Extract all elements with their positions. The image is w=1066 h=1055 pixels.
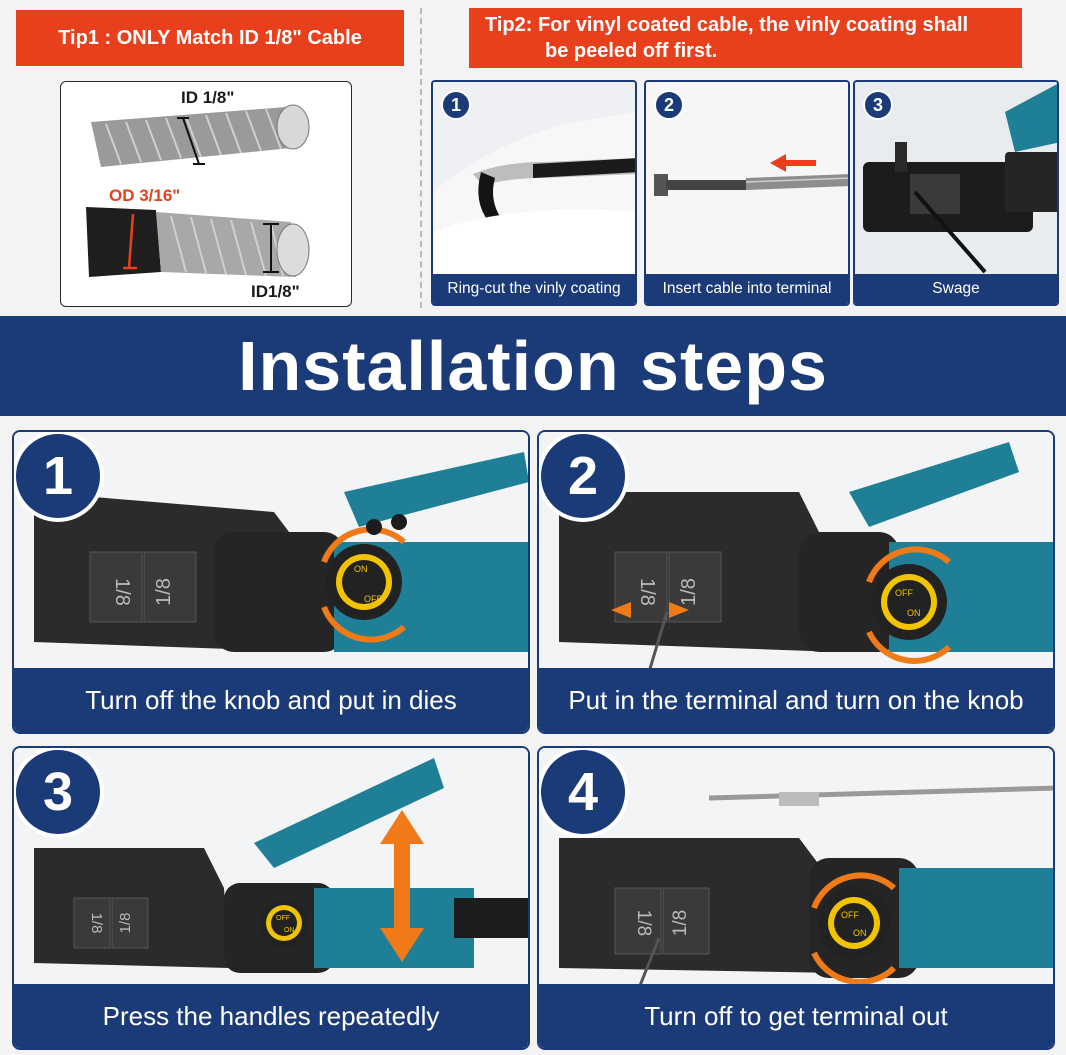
knob-label-a: ON: [354, 564, 368, 574]
install-step-3: 1/8 1/8 OFF ON 3 Press the handles repea…: [12, 746, 530, 1050]
vinyl-cable-icon: [86, 207, 310, 277]
crimper-tool-icon: 1/8 1/8 OFF ON: [14, 748, 528, 988]
section-divider: [420, 8, 422, 308]
prep-step-number: 3: [863, 90, 893, 120]
rotate-arrow-icon: [811, 872, 897, 985]
step-number-badge: 3: [14, 748, 104, 838]
step-photo: 1/8 1/8 OFF ON: [539, 432, 1053, 672]
crimper-tool-icon: 1/8 1/8 OFF ON: [539, 432, 1053, 672]
die-right-label: 1/8: [678, 578, 700, 606]
prep-step-3: 3 Swage: [853, 80, 1059, 306]
crimper-tool-icon: 1/8 1/8 ON OFF: [14, 432, 528, 672]
knob-label-a: OFF: [276, 915, 290, 922]
prep-step-number: 2: [654, 90, 684, 120]
step-caption: Turn off the knob and put in dies: [14, 668, 528, 732]
install-step-4: 1/8 1/8 OFF ON 4 Turn off to get termina…: [537, 746, 1055, 1050]
step-number-badge: 1: [14, 432, 104, 522]
die-right-label: 1/8: [117, 913, 134, 934]
od-label: OD 3/16": [109, 186, 181, 205]
tip2-line1: Tip2: For vinyl coated cable, the vinly …: [485, 14, 969, 36]
prep-step-photo: [855, 82, 1057, 276]
tip2-line2: be peeled off first.: [545, 40, 718, 62]
tip2-banner: Tip2: For vinyl coated cable, the vinly …: [469, 8, 1022, 68]
tip1-text: Tip1 : ONLY Match ID 1/8" Cable: [58, 26, 362, 49]
die-left-label: 1/8: [111, 578, 133, 606]
install-step-2: 1/8 1/8 OFF ON 2 Put in the terminal and…: [537, 430, 1055, 734]
knob-label-b: ON: [853, 928, 867, 938]
id-top-label: ID 1/8": [181, 88, 235, 107]
prep-step-caption: Insert cable into terminal: [646, 274, 848, 304]
die-right-label: 1/8: [153, 578, 175, 606]
id-bottom-label: ID1/8": [251, 282, 300, 301]
cable-diagram: [86, 104, 310, 277]
prep-step-caption: Swage: [855, 274, 1057, 304]
page-title: Installation steps: [238, 327, 828, 405]
red-arrow-icon: [611, 602, 689, 618]
vertical-arrow-icon: [380, 810, 424, 962]
knob-label-b: OFF: [364, 594, 382, 604]
rotate-arrow-icon: [866, 546, 952, 664]
step-caption: Press the handles repeatedly: [14, 984, 528, 1048]
die-left-label: 1/8: [88, 913, 105, 934]
cable-size-panel: ID 1/8" OD 3/16" ID1/8": [60, 81, 352, 307]
step-photo: 1/8 1/8 OFF ON: [539, 748, 1053, 988]
crimper-tool-icon: 1/8 1/8 OFF ON: [539, 748, 1053, 988]
knob-label-b: ON: [907, 608, 921, 618]
prep-step-1: 1 Ring-cut the vinly coating: [431, 80, 637, 306]
knob-label-a: OFF: [841, 910, 859, 920]
step-number-badge: 2: [539, 432, 629, 522]
steel-cable-icon: [91, 104, 310, 167]
tip1-banner: Tip1 : ONLY Match ID 1/8" Cable: [16, 10, 404, 66]
prep-step-caption: Ring-cut the vinly coating: [433, 274, 635, 304]
die-right-label: 1/8: [670, 910, 691, 936]
step-caption: Turn off to get terminal out: [539, 984, 1053, 1048]
step-photo: 1/8 1/8 ON OFF: [14, 432, 528, 672]
die-left-label: 1/8: [633, 910, 654, 936]
knob-label-a: OFF: [895, 588, 913, 598]
rotate-arrow-icon: [321, 526, 406, 643]
install-step-1: 1/8 1/8 ON OFF 1 Turn off the knob and p…: [12, 430, 530, 734]
die-left-label: 1/8: [636, 578, 658, 606]
knob-label-b: ON: [284, 927, 295, 934]
prep-step-2: 2 Insert cable into terminal: [644, 80, 850, 306]
red-arrow-icon: [770, 154, 816, 172]
installation-steps-header: Installation steps: [0, 316, 1066, 416]
step-caption: Put in the terminal and turn on the knob: [539, 668, 1053, 732]
step-photo: 1/8 1/8 OFF ON: [14, 748, 528, 988]
prep-step-number: 1: [441, 90, 471, 120]
step-number-badge: 4: [539, 748, 629, 838]
